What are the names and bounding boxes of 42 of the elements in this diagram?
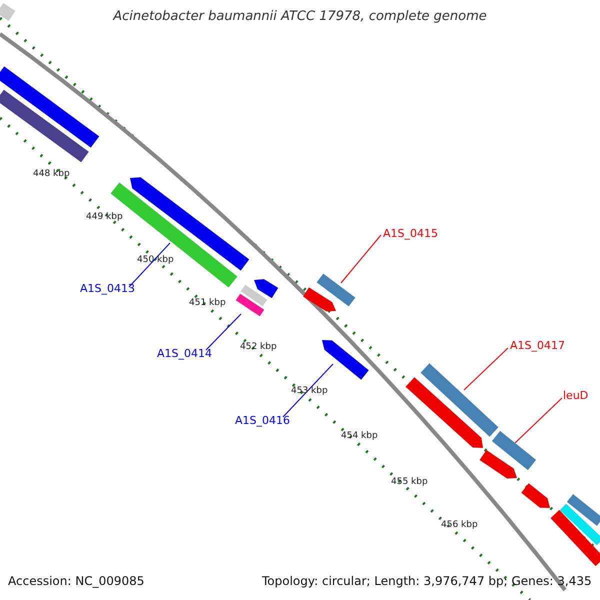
gene-feature [303, 287, 336, 312]
gene-feature [420, 363, 498, 437]
map-title: Acinetobacter baumannii ATCC 17978, complete genome [112, 10, 488, 23]
tick-label: 448 kbp [33, 170, 70, 179]
gene-feature [566, 494, 600, 526]
tick-label: 452 kbp [240, 343, 277, 352]
leader-line [340, 234, 382, 284]
footer-text: Topology: circular; Length: 3,976,747 bp; Genes: 3,435 [262, 575, 592, 587]
gene-label: A1S_0415 [383, 228, 438, 239]
leader-line [282, 364, 334, 418]
gene-feature [316, 274, 356, 306]
gene-feature [0, 3, 16, 21]
gene-feature [480, 450, 517, 478]
gene-feature [254, 279, 278, 298]
tick-label: 450 kbp [137, 256, 174, 265]
gene-feature [240, 284, 268, 306]
gene-feature [0, 90, 89, 162]
tick-label: 453 kbp [291, 387, 328, 396]
tick-label: 451 kbp [189, 299, 226, 308]
gene-label: leuD [563, 390, 588, 401]
gene-feature [550, 510, 600, 566]
gene-feature [521, 483, 550, 508]
leader-line [464, 348, 508, 390]
gene-feature [0, 66, 100, 148]
tick-label: 449 kbp [86, 213, 123, 222]
gene-feature [322, 340, 369, 380]
gene-label: A1S_0413 [80, 283, 135, 294]
gene-feature [236, 294, 264, 316]
tick-label: 455 kbp [391, 478, 428, 487]
tick-label: 454 kbp [341, 432, 378, 441]
gene-label: A1S_0416 [235, 415, 290, 426]
tick-label: 456 kbp [441, 521, 478, 530]
gene-feature [492, 430, 536, 470]
footer-text: Accession: NC_009085 [8, 575, 144, 587]
leader-line [206, 314, 242, 350]
gene-label: A1S_0417 [510, 340, 565, 351]
leader-line [128, 242, 170, 288]
gene-feature [560, 504, 600, 546]
gene-label: A1S_0414 [157, 348, 212, 359]
gene-feature [130, 177, 250, 271]
gene-feature [406, 377, 483, 448]
leader-line [514, 398, 562, 444]
